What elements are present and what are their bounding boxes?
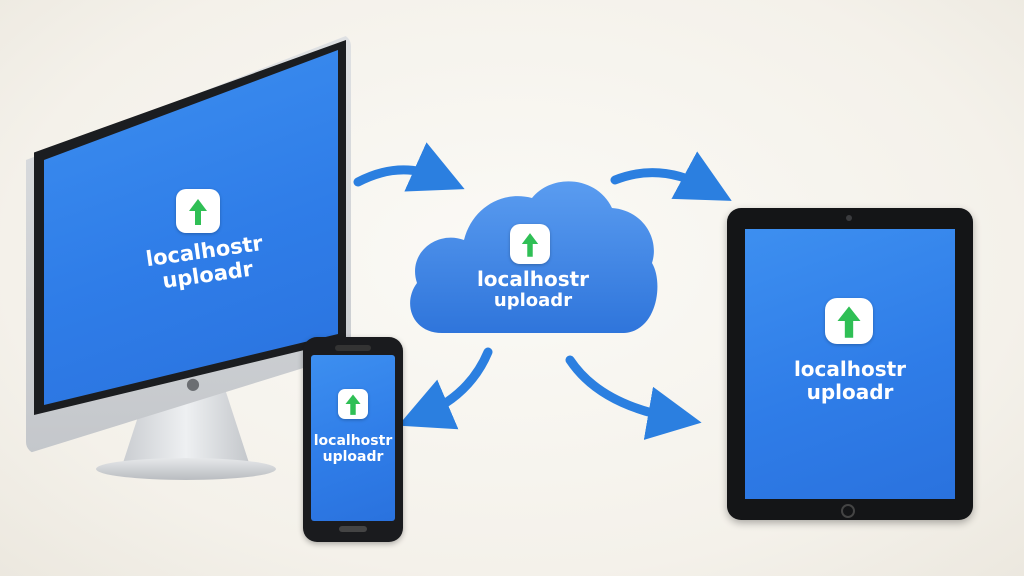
app-logo — [510, 224, 550, 264]
home-button-icon[interactable] — [841, 504, 855, 518]
monitor-stand-base — [96, 458, 276, 480]
phone-screen — [311, 355, 395, 521]
upload-arrow-icon — [837, 306, 861, 338]
sync-arrow-icon — [398, 347, 493, 430]
upload-arrow-icon — [345, 394, 361, 415]
app-logo — [338, 389, 368, 419]
app-name-line2: uploadr — [806, 380, 894, 404]
app-logo — [176, 189, 220, 233]
apple-logo-icon: ● — [186, 374, 200, 393]
app-logo — [825, 298, 873, 344]
app-name-line1: localhostr — [476, 267, 590, 291]
app-name-line2: uploadr — [493, 290, 573, 311]
tablet: localhostr uploadr — [727, 208, 973, 520]
upload-arrow-icon — [521, 233, 539, 257]
tablet-screen — [745, 229, 955, 499]
cloud: localhostr uploadr — [402, 168, 664, 338]
app-name: localhostr uploadr — [458, 268, 608, 312]
app-name-line2: uploadr — [322, 449, 384, 466]
desktop-monitor: ● localhostr uploadr — [26, 34, 356, 480]
sync-arrow-icon — [353, 142, 465, 192]
app-name-line1: localhostr — [313, 433, 393, 449]
smartphone: localhostr uploadr — [303, 337, 403, 542]
app-name-line1: localhostr — [793, 357, 907, 381]
sync-arrow-icon — [565, 355, 702, 440]
upload-arrow-icon — [181, 194, 215, 226]
phone-notch — [335, 345, 371, 351]
sync-arrow-icon — [610, 151, 732, 201]
camera-icon — [846, 215, 852, 221]
app-name: localhostr uploadr — [309, 433, 397, 465]
app-name: localhostr uploadr — [767, 358, 933, 404]
home-button-icon[interactable] — [339, 526, 367, 532]
